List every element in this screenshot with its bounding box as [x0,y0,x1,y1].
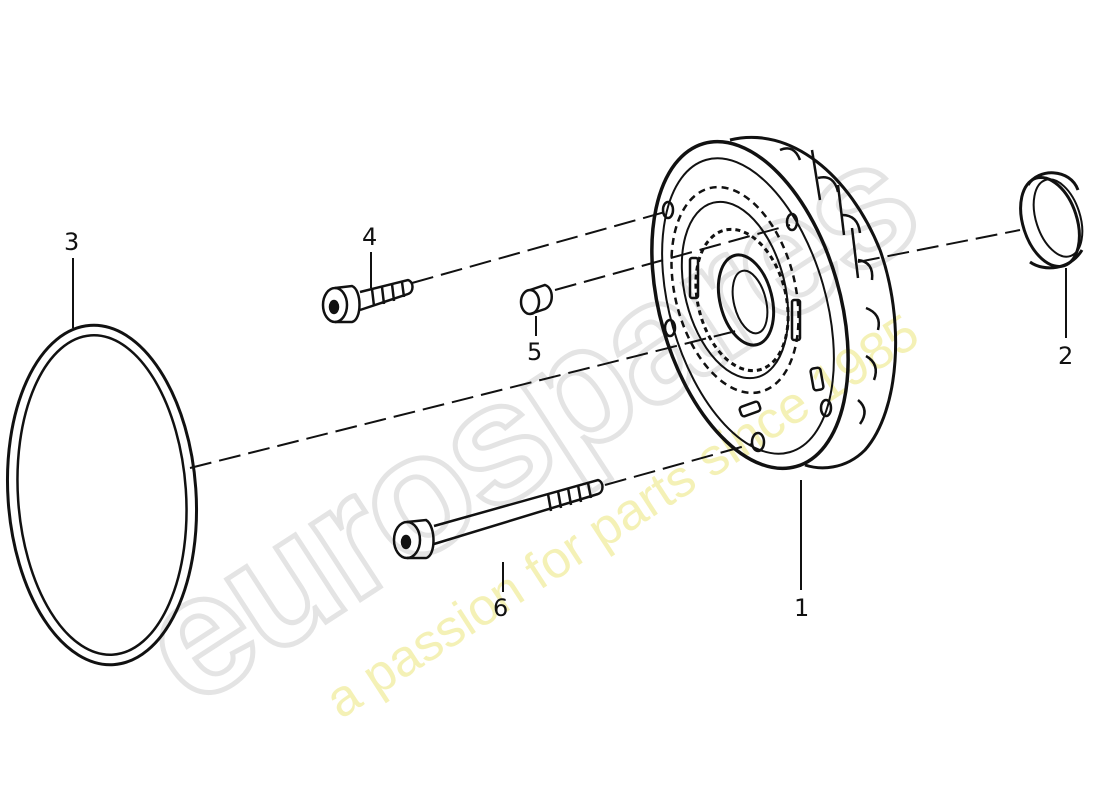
callout-1: 1 [794,594,809,622]
assembly-lines [189,211,1021,486]
callout-6: 6 [493,594,508,622]
leader-lines [72,252,1067,592]
oil-pump-part-1 [650,135,898,471]
callout-2: 2 [1058,342,1073,370]
callout-5: 5 [527,338,542,366]
pin-part-5 [519,283,553,316]
bolt-part-6 [392,478,604,560]
callout-4: 4 [362,223,377,251]
bolt-part-4 [321,278,414,324]
o-ring-part-3 [5,323,199,667]
seal-part-2 [1019,171,1084,270]
watermark: eurospares a passion for parts since 198… [105,101,949,743]
callout-3: 3 [64,228,79,256]
